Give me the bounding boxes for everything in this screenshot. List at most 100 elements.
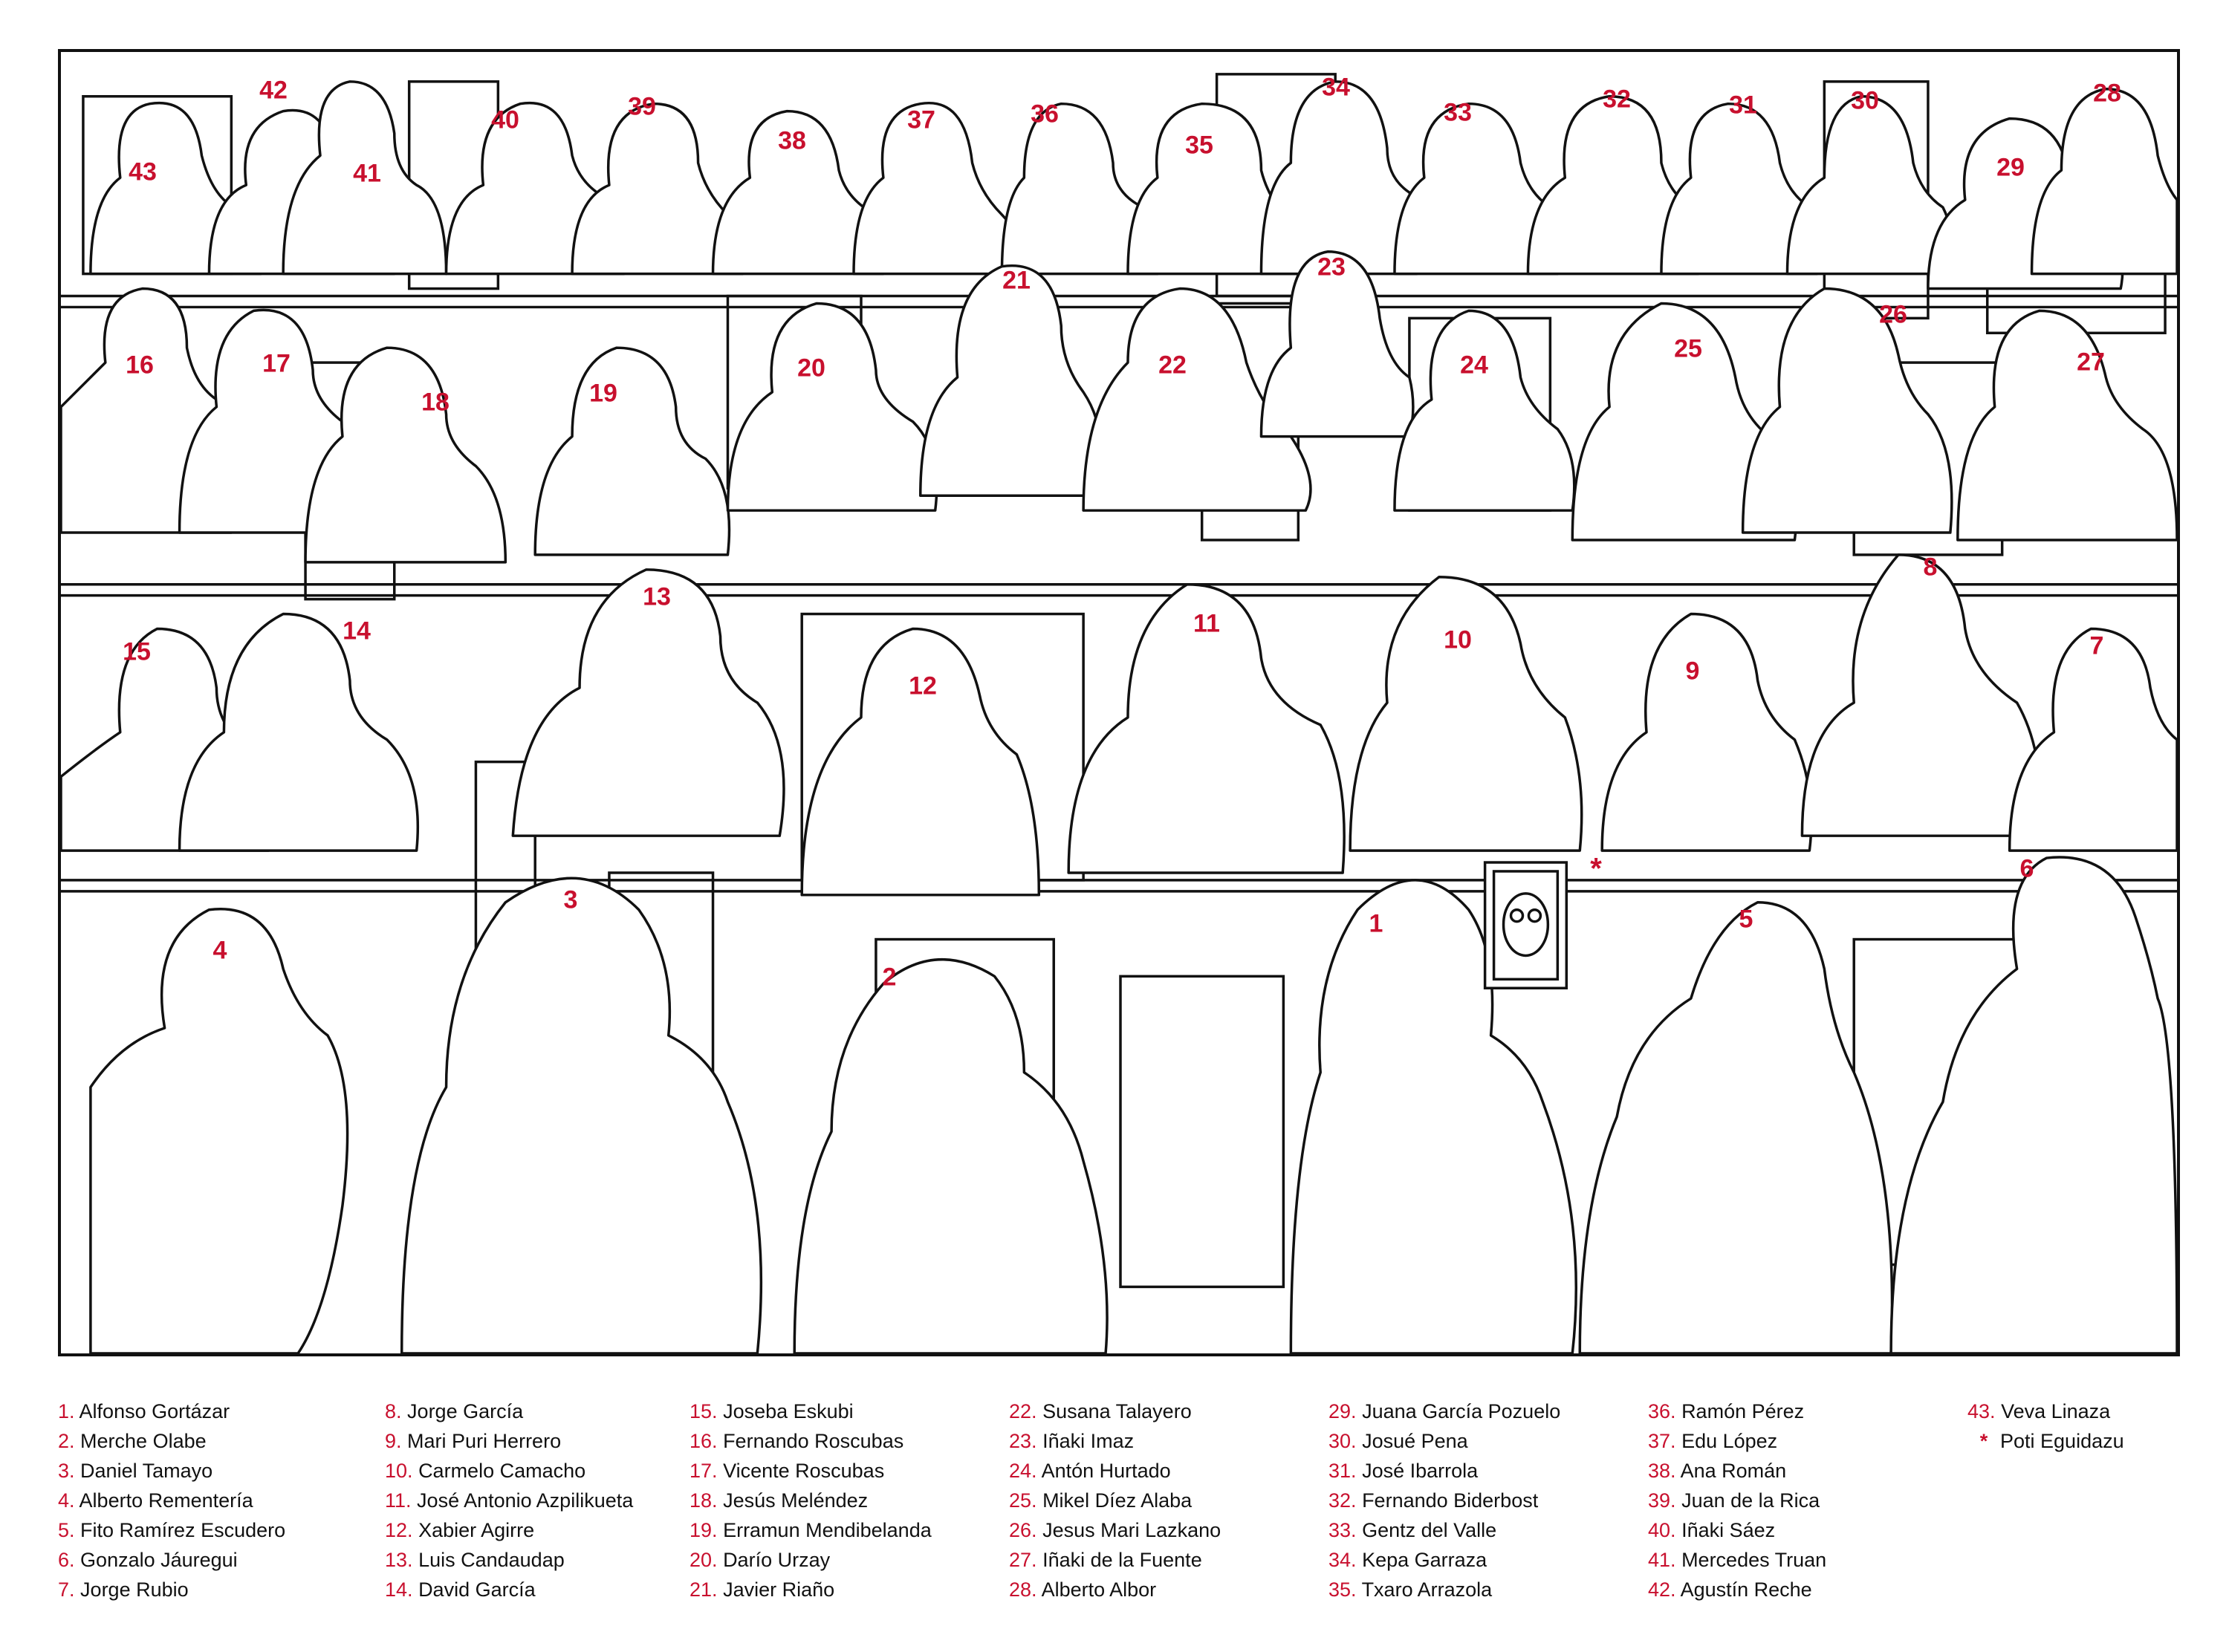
legend-entry: 40. Iñaki Sáez <box>1648 1519 1776 1541</box>
legend-entry: 35. Txaro Arrazola <box>1328 1578 1493 1601</box>
legend-entry: 12. Xabier Agirre <box>385 1519 535 1541</box>
marker-8: 8 <box>1923 553 1938 582</box>
marker-6: 6 <box>2019 854 2034 883</box>
legend-entry: 5. Fito Ramírez Escudero <box>58 1519 286 1541</box>
marker-33: 33 <box>1444 98 1472 127</box>
marker-13: 13 <box>643 582 671 611</box>
front-row-silhouettes <box>89 856 2177 1353</box>
legend-column-3: 15. Joseba Eskubi 16. Fernando Roscubas … <box>690 1396 932 1604</box>
legend-entry: 42. Agustín Reche <box>1648 1578 1812 1601</box>
legend-entry-special: *Poti Eguidazu <box>1979 1430 2124 1452</box>
legend-column-7: 43. Veva Linaza *Poti Eguidazu <box>1967 1396 2124 1456</box>
legend-entry: 14. David García <box>385 1578 536 1601</box>
legend-entry: 38. Ana Román <box>1648 1460 1787 1482</box>
legend-entry: 18. Jesús Meléndez <box>690 1489 869 1512</box>
legend-entry: 26. Jesus Mari Lazkano <box>1009 1519 1221 1541</box>
legend-entry: 19. Erramun Mendibelanda <box>690 1519 932 1541</box>
legend-entry: 25. Mikel Díez Alaba <box>1009 1489 1193 1512</box>
legend-entry: 29. Juana García Pozuelo <box>1328 1400 1561 1422</box>
marker-26: 26 <box>1879 300 1907 329</box>
marker-3: 3 <box>563 885 578 914</box>
legend-entry: 32. Fernando Biderbost <box>1328 1489 1539 1512</box>
marker-9: 9 <box>1685 657 1700 686</box>
marker-4: 4 <box>212 936 227 965</box>
name-key-legend: 1. Alfonso Gortázar 2. Merche Olabe 3. D… <box>58 1396 2183 1619</box>
legend-entry: 11. José Antonio Azpilikueta <box>385 1489 634 1512</box>
marker-5: 5 <box>1739 905 1753 934</box>
legend-entry: 34. Kepa Garraza <box>1328 1549 1487 1571</box>
marker-40: 40 <box>491 105 519 134</box>
marker-11: 11 <box>1193 609 1220 638</box>
marker-31: 31 <box>1729 91 1757 120</box>
legend-entry: 20. Darío Urzay <box>690 1549 831 1571</box>
group-portrait-key-diagram: 1 2 3 4 5 6 7 8 9 10 11 12 13 14 15 16 1… <box>58 49 2180 1356</box>
legend-column-4: 22. Susana Talayero 23. Iñaki Imaz 24. A… <box>1009 1396 1221 1604</box>
legend-entry: 15. Joseba Eskubi <box>690 1400 854 1422</box>
marker-32: 32 <box>1603 85 1631 114</box>
legend-entry: 31. José Ibarrola <box>1328 1460 1479 1482</box>
marker-34: 34 <box>1322 73 1350 102</box>
legend-entry: 24. Antón Hurtado <box>1009 1460 1171 1482</box>
legend-entry: 2. Merche Olabe <box>58 1430 207 1452</box>
legend-entry: 41. Mercedes Truan <box>1648 1549 1827 1571</box>
legend-entry: 36. Ramón Pérez <box>1648 1400 1805 1422</box>
marker-43: 43 <box>129 157 157 186</box>
legend-entry: 1. Alfonso Gortázar <box>58 1400 230 1422</box>
silhouette-drawing <box>61 73 2177 1353</box>
legend-column-2: 8. Jorge García 9. Mari Puri Herrero 10.… <box>385 1396 633 1604</box>
legend-entry: 4. Alberto Rementería <box>58 1489 253 1512</box>
legend-column-5: 29. Juana García Pozuelo 30. Josué Pena … <box>1328 1396 1560 1604</box>
legend-entry: 43. Veva Linaza <box>1967 1400 2111 1422</box>
legend-entry: 16. Fernando Roscubas <box>690 1430 904 1452</box>
marker-23: 23 <box>1317 253 1346 282</box>
marker-37: 37 <box>907 105 935 134</box>
legend-entry: 7. Jorge Rubio <box>58 1578 189 1601</box>
legend-entry: 13. Luis Candaudap <box>385 1549 565 1571</box>
legend-entry: 21. Javier Riaño <box>690 1578 835 1601</box>
marker-15: 15 <box>123 637 151 666</box>
marker-35: 35 <box>1185 131 1213 160</box>
marker-25: 25 <box>1674 334 1702 363</box>
marker-24: 24 <box>1460 351 1488 380</box>
marker-17: 17 <box>262 349 291 378</box>
marker-18: 18 <box>421 388 450 417</box>
marker-12: 12 <box>909 671 937 700</box>
marker-41: 41 <box>353 159 381 188</box>
marker-28: 28 <box>2093 79 2121 108</box>
legend-entry: 37. Edu López <box>1648 1430 1778 1452</box>
marker-16: 16 <box>126 351 154 380</box>
legend-entry: 9. Mari Puri Herrero <box>385 1430 562 1452</box>
legend-entry: 3. Daniel Tamayo <box>58 1460 213 1482</box>
legend-entry: 17. Vicente Roscubas <box>690 1460 885 1482</box>
marker-38: 38 <box>778 126 806 155</box>
legend-entry: 39. Juan de la Rica <box>1648 1489 1820 1512</box>
legend-entry: 23. Iñaki Imaz <box>1009 1430 1135 1452</box>
legend-entry: 10. Carmelo Camacho <box>385 1460 586 1482</box>
marker-20: 20 <box>797 354 825 383</box>
marker-7: 7 <box>2089 631 2104 660</box>
marker-1: 1 <box>1369 909 1383 938</box>
legend-entry: 6. Gonzalo Jáuregui <box>58 1549 238 1571</box>
marker-21: 21 <box>1002 266 1031 295</box>
legend-entry: 27. Iñaki de la Fuente <box>1009 1549 1202 1571</box>
legend-column-1: 1. Alfonso Gortázar 2. Merche Olabe 3. D… <box>58 1396 285 1604</box>
marker-29: 29 <box>1996 153 2025 182</box>
marker-27: 27 <box>2077 348 2105 377</box>
legend-entry: 8. Jorge García <box>385 1400 524 1422</box>
marker-14: 14 <box>343 617 371 645</box>
legend-entry: 28. Alberto Albor <box>1009 1578 1157 1601</box>
framed-portrait <box>1483 861 1568 989</box>
marker-42: 42 <box>259 76 288 105</box>
marker-36: 36 <box>1031 100 1059 129</box>
legend-entry: 22. Susana Talayero <box>1009 1400 1192 1422</box>
row-back-silhouettes <box>89 80 2177 290</box>
marker-30: 30 <box>1851 86 1879 115</box>
legend-column-6: 36. Ramón Pérez 37. Edu López 38. Ana Ro… <box>1648 1396 1826 1604</box>
marker-39: 39 <box>628 92 656 121</box>
marker-22: 22 <box>1158 351 1187 380</box>
marker-star: * <box>1590 852 1602 885</box>
row-two-silhouettes <box>61 553 2177 897</box>
marker-10: 10 <box>1444 625 1472 654</box>
marker-2: 2 <box>882 963 897 992</box>
legend-entry: 33. Gentz del Valle <box>1328 1519 1497 1541</box>
